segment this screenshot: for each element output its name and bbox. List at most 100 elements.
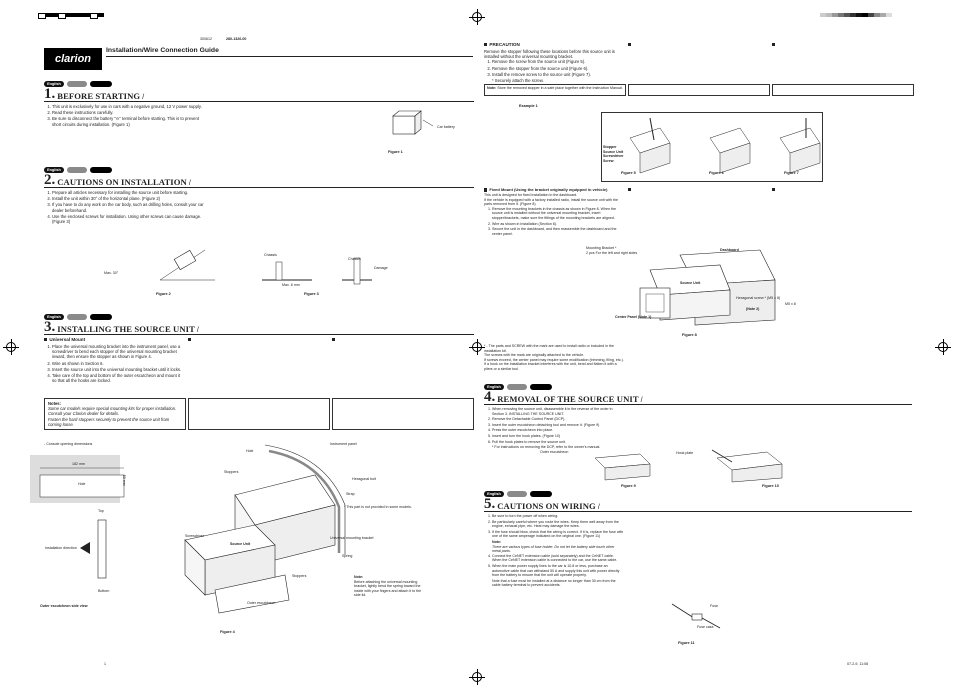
figure-11-fuse (671, 603, 721, 629)
fixed-note-1: The screws with the mark are originally … (484, 353, 585, 358)
lang-bar-1: English (44, 81, 112, 87)
precaution-heading-col2 (628, 42, 633, 47)
lang-english-5: English (484, 491, 504, 497)
caution-step-4: Use the enclosed screws for installation… (52, 214, 204, 224)
notes-item-1: Some car models require special mounting… (48, 406, 177, 417)
label-hexagonal-bolt: Hexagonal bolt (352, 477, 376, 481)
precaution-note-body: Store the removed stopper in a safe plac… (497, 86, 623, 90)
fixed-mount-heading-col3 (772, 187, 777, 192)
label-dashboard: Dashboard (720, 248, 739, 252)
fixed-mount-intro-2: If the vehicle is equipped with a factor… (484, 197, 619, 207)
header-rule (106, 56, 473, 57)
lang-english-4: English (484, 384, 504, 390)
precaution-step-3: Install the remove screw to the source u… (492, 72, 624, 77)
figure-2-angle (159, 249, 215, 281)
figure-10-hook-plate: Hook plate (676, 451, 694, 455)
label-mounting-bracket-2: 2 pcs For the left and right sides (586, 251, 638, 255)
removal-step-1: When removing the source unit, disassemb… (492, 407, 624, 416)
section-2-title: CAUTIONS ON INSTALLATION (57, 177, 187, 187)
lang-bar-2: English (44, 167, 112, 173)
cautions-install-list: Prepare all articles necessary for insta… (44, 190, 204, 225)
figure-3-screws (262, 257, 372, 285)
label-stoppers-bottom: Stoppers (292, 574, 307, 578)
figure-9-caption: Figure 9 (621, 484, 636, 488)
figure-10-drawing (711, 449, 783, 483)
universal-mount-list: Place the universal mounting bracket int… (44, 344, 184, 384)
console-width: 182 mm (72, 462, 85, 466)
precaution-title: PRECAUTION (489, 42, 520, 47)
precaution-step-2: Remove the stopper from the source unit … (492, 66, 624, 71)
wiring-note-title: Note: (492, 539, 502, 544)
caution-step-2: Install the unit within 30° of the horiz… (52, 196, 204, 201)
section-1-slash: / (142, 94, 145, 101)
figure-11-case-label: Fuse case (697, 625, 714, 629)
wiring-step-4: Connect the CeNET extension cable (sold … (492, 554, 624, 563)
lang-english-3: English (44, 314, 64, 320)
registration-mark-center (469, 339, 485, 355)
figure-4-note-body: Before attaching the universal mounting … (354, 579, 422, 598)
figure-1-battery (392, 110, 434, 135)
caution-step-3: If you have to do any work on the car bo… (52, 202, 204, 212)
fixed-mount-body: This unit is designed for fixed installa… (484, 193, 622, 237)
part-source-unit: Source Unit (603, 149, 624, 154)
section-5-number: 5. (484, 496, 496, 512)
figure-8-caption: Figure 8 (682, 333, 697, 337)
wiring-step-3: If the fuse should blow, check that the … (492, 530, 624, 539)
figure-5-drawing (629, 117, 671, 174)
universal-step-4: Take care of the top and bottom of the o… (52, 373, 184, 383)
label-instrument-panel: Instrument panel (330, 442, 357, 446)
fixed-step-3: Secure the unit in the dashboard, and th… (492, 227, 622, 236)
fixed-mount-heading-col2 (628, 187, 633, 192)
universal-step-2: Wire as shown in Section 6. (52, 361, 184, 366)
section-3-slash: / (196, 327, 199, 334)
universal-step-3: Insert the source unit into the universa… (52, 367, 184, 372)
precaution-intro: Remove the stopper following these locat… (484, 49, 615, 60)
before-step-3: Be sure to disconnect the battery "⊖" te… (52, 116, 204, 126)
fixed-step-2: Wire as shown in Installation (Section 6… (492, 222, 622, 227)
universal-mount-heading-col3 (332, 337, 337, 342)
label-universal-bracket: Universal mounting bracket (330, 536, 374, 540)
figure-10-caption: Figure 10 (762, 484, 779, 488)
console-height: 53 mm (121, 474, 126, 486)
section-5-slash: / (597, 504, 600, 511)
console-opening-label: - Console opening dimensions (44, 442, 93, 446)
figure-9-outer-escutcheon: Outer escutcheon (540, 450, 569, 454)
console-hole: Hole (78, 482, 86, 486)
universal-mount-heading-col2 (188, 337, 193, 342)
removal-step-5: Insert and turn the hook plates. (Figure… (492, 434, 624, 439)
section-3-heading: 3. INSTALLING THE SOURCE UNIT / (44, 320, 474, 335)
precaution-note-title: Note: (487, 86, 497, 90)
fixed-footer: * - The parts and SCREW with the mark ar… (484, 344, 614, 353)
figure-3-chassis-1: Chassis (264, 253, 277, 257)
figure-2-caption: Figure 2 (156, 292, 171, 296)
removal-step-6: Pull the hook plates to remove the sourc… (492, 440, 624, 445)
removal-list: When removing the source unit, disassemb… (484, 407, 624, 450)
figure-7-caption: Figure 7 (784, 171, 799, 175)
figure-7-drawing (779, 118, 821, 174)
precaution-step-1: Remove the screw from the source unit (F… (492, 59, 624, 64)
label-note-2: (Note 2) (746, 307, 760, 311)
fixed-mount-heading: Fixed Mount (Using the bracket originall… (484, 187, 607, 192)
wiring-list: Be sure to turn the power off when wirin… (484, 514, 624, 588)
label-strap: Strap (346, 492, 355, 496)
brand-logo: clarion (44, 48, 102, 70)
figure-11-fuse-label: Fuse (710, 604, 718, 608)
section-2-slash: / (188, 180, 191, 187)
notes-box-1: Notes: Some car models require special m… (44, 398, 186, 430)
section-5-title: CAUTIONS ON WIRING (497, 501, 596, 511)
part-screwdriver: Screwdriver (603, 154, 624, 159)
fixed-step-1: Remove the mounting brackets in the chas… (492, 207, 622, 221)
figure-1-battery-label: Car battery (437, 125, 455, 129)
lang-english-1: English (44, 81, 64, 87)
example-parts-list: Stopper Source Unit Screwdriver Screw (603, 145, 624, 163)
part-stopper: Stopper (603, 145, 617, 149)
footer-timestamp: 07-2-9, 11:08 (847, 662, 869, 666)
section-4-slash: / (640, 397, 643, 404)
label-screwdriver: Screwdriver (185, 534, 204, 538)
outer-escutcheon-side (80, 519, 107, 579)
brand-logo-text: clarion (54, 53, 92, 65)
section-1-title: BEFORE STARTING (57, 91, 141, 101)
precaution-note-2 (628, 84, 770, 96)
lang-bar-3: English (44, 314, 112, 320)
example-1-label: Example 1 (519, 104, 538, 108)
